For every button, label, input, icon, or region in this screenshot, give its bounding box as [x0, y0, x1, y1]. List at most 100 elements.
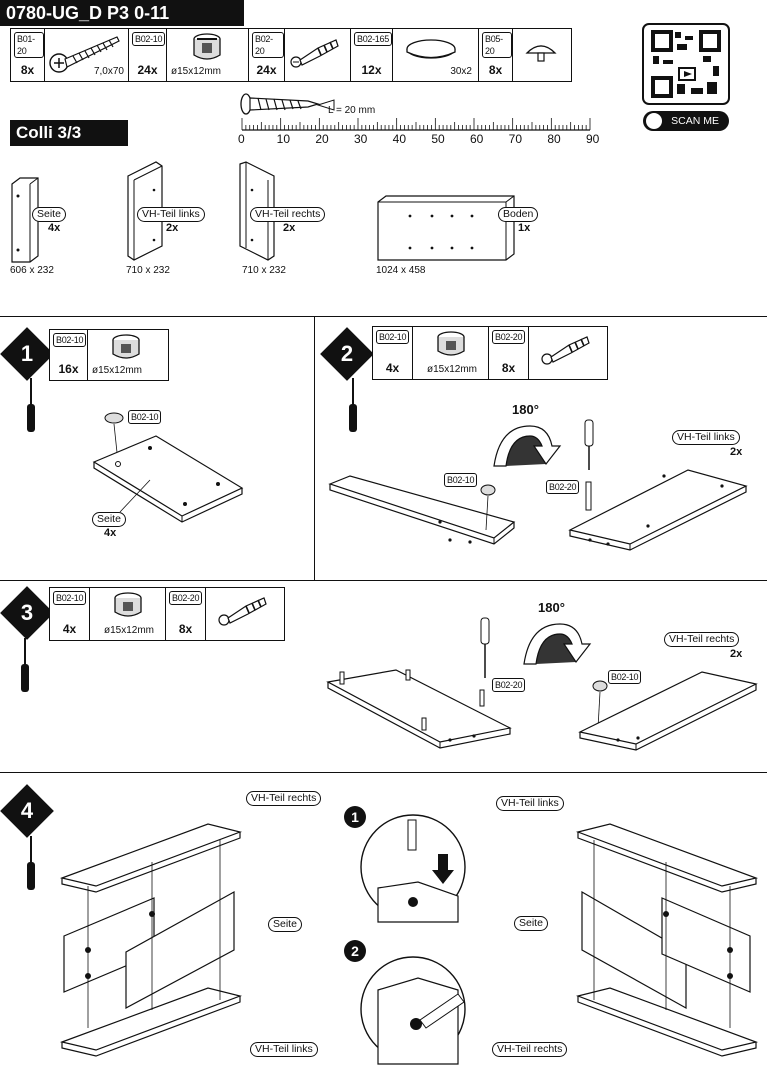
- panel-name-vh-links: VH-Teil links: [137, 207, 205, 222]
- part-size: ø15x12mm: [427, 364, 478, 375]
- part-b02-20-code-cell: B02-20 24x: [249, 29, 285, 81]
- document-title: 0780-UG_D P3 0-11: [0, 0, 244, 26]
- step-2-panel-callout: VH-Teil links: [672, 430, 740, 445]
- play-icon: [646, 113, 662, 129]
- step-3-right-panel-drawing: [578, 671, 758, 751]
- panel-dims-vh-rechts: 710 x 232: [242, 265, 286, 276]
- step-4-right-top-callout: VH-Teil links: [496, 796, 564, 811]
- detail-1-number: 1: [344, 806, 366, 828]
- panel-name-vh-rechts: VH-Teil rechts: [250, 207, 326, 222]
- detail-circle-1: [360, 814, 466, 923]
- part-qty: 8x: [488, 63, 503, 77]
- part-b02-165-code-cell: B02-165 12x: [351, 29, 393, 81]
- cover-disc-icon: [406, 39, 456, 59]
- part-code-cell: B02-10 16x: [50, 330, 88, 380]
- step-4-number: 4: [20, 798, 34, 823]
- part-image-cell: ø15x12mm: [90, 588, 166, 640]
- step-4-left-mid-callout: Seite: [268, 917, 302, 932]
- part-size: 30x2: [450, 66, 472, 77]
- step-1-number: 1: [20, 341, 34, 366]
- screwdriver-icon: [480, 617, 490, 678]
- ruler-tick-label: 60: [470, 132, 484, 146]
- panel-dims-vh-links: 710 x 232: [126, 265, 170, 276]
- step-1-panel-qty: 4x: [104, 527, 117, 539]
- panel-qty-vh-rechts: 2x: [283, 222, 296, 234]
- part-size: ø15x12mm: [104, 625, 155, 636]
- step-3-panel-callout: VH-Teil rechts: [664, 632, 740, 647]
- qr-code-icon[interactable]: [642, 23, 730, 105]
- step-2-rotation-label: 180°: [512, 402, 539, 417]
- part-qty: 4x: [62, 622, 77, 636]
- cam-lock-icon: [114, 592, 142, 617]
- cam-lock-icon: [437, 331, 465, 356]
- part-b02-165-image-cell: 30x2: [393, 29, 479, 81]
- step-1-parts-table: B02-10 16x ø15x12mm: [49, 329, 169, 381]
- part-qty: 24x: [256, 63, 277, 77]
- part-size: ø15x12mm: [171, 66, 222, 77]
- part-size: ø15x12mm: [92, 365, 143, 376]
- divider-2: [0, 580, 767, 581]
- screwdriver-icon: [27, 378, 35, 432]
- part-image-cell: [206, 588, 282, 640]
- step-3-panel-qty: 2x: [730, 648, 743, 660]
- ruler-tick-label: 20: [315, 132, 329, 146]
- part-code: B02-20: [169, 591, 203, 605]
- step-4-left-top-callout: VH-Teil rechts: [246, 791, 322, 806]
- panel-dims-boden: 1024 x 458: [376, 265, 426, 276]
- part-code-cell: B02-10 4x: [373, 327, 413, 379]
- part-b02-10-code-cell: B02-10 24x: [129, 29, 167, 81]
- step-1-panel-callout: Seite: [92, 512, 126, 527]
- step-3-right-part-callout: B02-10: [608, 670, 642, 684]
- part-code: B02-10: [376, 330, 410, 344]
- step-3-number: 3: [20, 600, 34, 625]
- panel-name-boden: Boden: [498, 207, 539, 222]
- ruler-length-label: L = 20 mm: [328, 105, 376, 116]
- cam-lock-icon: [112, 334, 140, 359]
- ruler-tick-label: 10: [276, 132, 291, 146]
- screwdriver-icon: [349, 378, 357, 432]
- step-4-left-bottom-callout: VH-Teil links: [250, 1042, 318, 1057]
- ruler-tick-label: 50: [431, 132, 445, 146]
- part-qty: 16x: [58, 362, 79, 376]
- screw-icon: [49, 36, 120, 73]
- step-3-parts-table: B02-10 4x ø15x12mm B02-20 8x: [49, 587, 285, 641]
- part-qty: 8x: [178, 622, 193, 636]
- ruler-tick-label: 40: [392, 132, 407, 146]
- step-2-left-panel-drawing: [328, 475, 516, 545]
- scan-me-label: SCAN ME: [671, 115, 719, 127]
- divider-1: [0, 316, 767, 317]
- part-b05-20-image-cell: [513, 29, 569, 81]
- detail-circle-2: [360, 956, 466, 1065]
- step-4-right-assembly-drawing: [575, 823, 759, 1057]
- ruler: [241, 118, 591, 131]
- panel-dims-seite: 606 x 232: [10, 265, 54, 276]
- step-2-right-panel-drawing: [568, 469, 748, 551]
- screw-length-icon: [240, 93, 321, 115]
- step-3-left-part-callout: B02-20: [492, 678, 526, 692]
- cam-bolt-icon: [218, 597, 267, 626]
- step-2-panel-qty: 2x: [730, 446, 743, 458]
- part-image-cell: [529, 327, 605, 379]
- part-b02-10-image-cell: ø15x12mm: [167, 29, 249, 81]
- step-2-parts-table: B02-10 4x ø15x12mm B02-20 8x: [372, 326, 608, 380]
- step-2-number: 2: [340, 341, 354, 366]
- part-image-cell: ø15x12mm: [413, 327, 489, 379]
- step-2-left-part-callout: B02-10: [444, 473, 478, 487]
- step-1-assembly-drawing: [92, 412, 244, 523]
- part-qty: 8x: [20, 63, 35, 77]
- part-b01-20-code-cell: B01-20 8x: [11, 29, 45, 81]
- part-code: B02-165: [354, 32, 392, 46]
- part-code: B02-10: [132, 32, 166, 46]
- shelf-support-icon: [525, 45, 557, 62]
- part-size: 7,0x70: [93, 66, 124, 77]
- part-qty: 4x: [385, 361, 400, 375]
- cam-bolt-icon: [290, 39, 339, 68]
- rotate-arrow-icon: [523, 623, 592, 665]
- part-b02-20-image-cell: [285, 29, 351, 81]
- part-code-cell: B02-10 4x: [50, 588, 90, 640]
- panel-qty-seite: 4x: [48, 222, 61, 234]
- scan-me-button[interactable]: SCAN ME: [643, 111, 729, 131]
- part-qty: 24x: [137, 63, 158, 77]
- ruler-tick-label: 0: [238, 132, 245, 146]
- panel-qty-vh-links: 2x: [166, 222, 179, 234]
